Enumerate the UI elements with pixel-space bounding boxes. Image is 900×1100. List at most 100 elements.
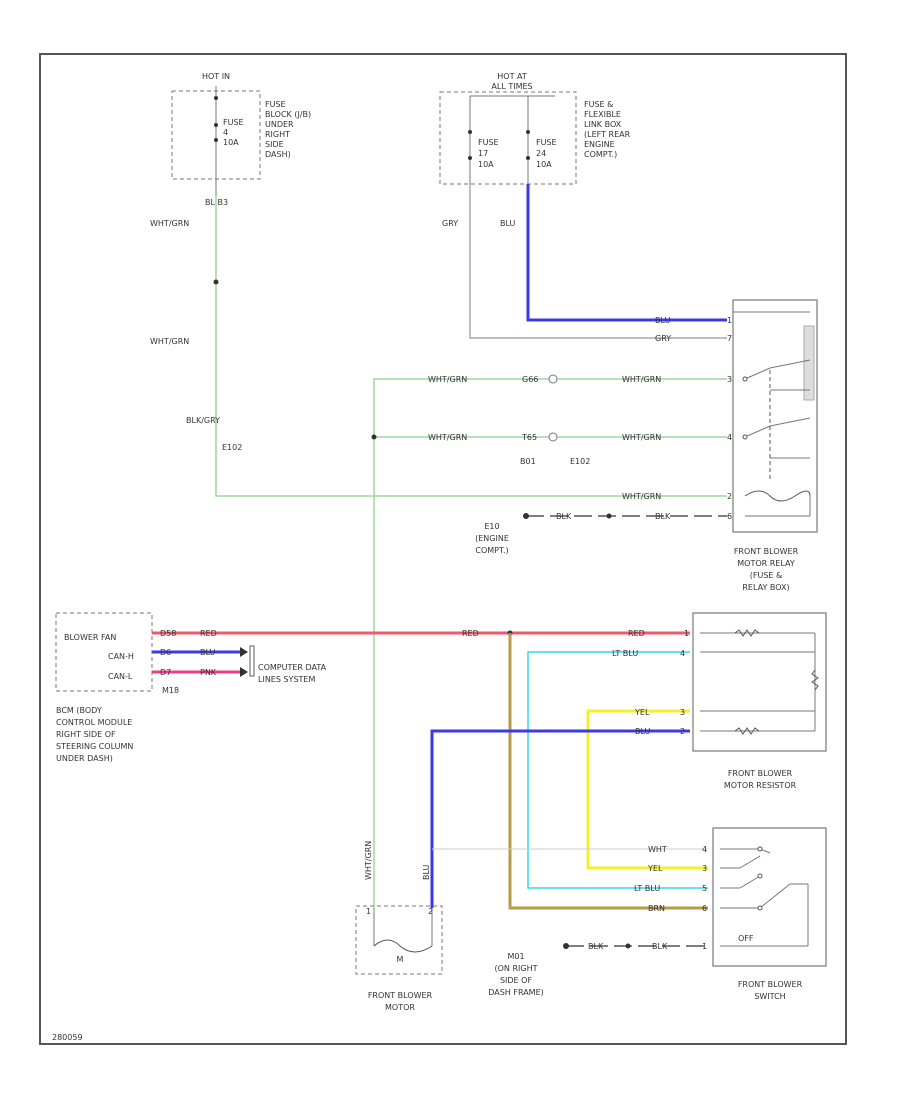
relay-label-3: (FUSE & (750, 571, 783, 580)
wire-label-red-mid: RED (462, 629, 479, 638)
switch-pin-5: 5 (702, 884, 707, 893)
front-blower-motor: 1 2 M FRONT BLOWER MOTOR (355, 905, 443, 1012)
resistor-pin-3: 3 (680, 708, 685, 717)
diagram-footer-code: 280059 (52, 1033, 83, 1042)
wire-blu-resistor-to-motor (430, 729, 690, 908)
relay-label-1: FRONT BLOWER (734, 547, 799, 556)
diagram-frame (39, 53, 847, 1045)
fuse-block-desc-3: UNDER (265, 120, 294, 129)
switch-pin-3: 3 (702, 864, 707, 873)
connector-e102-right: E102 (570, 457, 590, 466)
fuse-4-num: 4 (223, 128, 228, 137)
bcm-connector-m18: M18 (162, 686, 179, 695)
bcm-pin-d58: D58 (160, 629, 176, 638)
resistor-label-1: FRONT BLOWER (728, 769, 793, 778)
fuse-17-rating: 10A (478, 160, 494, 169)
wire-label-red-resistor: RED (628, 629, 645, 638)
bcm-row-blower-fan: BLOWER FAN (64, 633, 116, 642)
wire-gry-fuse-to-relay (469, 184, 727, 339)
resistor-label-2: MOTOR RESISTOR (724, 781, 797, 790)
ground-e10-label-1: E10 (484, 522, 499, 531)
wire-label-blk-relay-ground-2: BLK (655, 512, 671, 521)
front-blower-switch: OFF 4 3 5 6 1 FRONT BLOWER SWITCH (702, 827, 827, 1001)
wire-label-yel-switch: YEL (647, 864, 663, 873)
bcm-label-5: UNDER DASH) (56, 754, 113, 763)
wire-label-wht-grn-7: WHT/GRN (622, 492, 661, 501)
fuse-block-desc-5: SIDE (265, 140, 284, 149)
switch-pin-6: 6 (702, 904, 707, 913)
wire-label-blu-relay: BLU (655, 316, 671, 325)
wire-lt-blu-resistor-to-switch (527, 651, 708, 889)
resistor-pin-4: 4 (680, 649, 685, 658)
ground-e10-label-2: (ENGINE (475, 534, 509, 543)
fuse-24-label: FUSE (536, 138, 557, 147)
fuse-24-rating: 10A (536, 160, 552, 169)
wire-label-wht-grn-6: WHT/GRN (622, 433, 661, 442)
bcm-label-2: CONTROL MODULE (56, 718, 132, 727)
computer-data-label-1: COMPUTER DATA (258, 663, 327, 672)
resistor-pin-1: 1 (684, 629, 689, 638)
bcm-label-4: STEERING COLUMN (56, 742, 133, 751)
wire-label-blu-resistor: BLU (635, 727, 651, 736)
relay-pin-2: 2 (727, 492, 732, 501)
wire-yel-resistor-to-switch (586, 709, 708, 870)
fuse-block-desc-2: BLOCK (J/B) (265, 110, 311, 119)
switch-pin-1: 1 (702, 942, 707, 951)
switch-label-1: FRONT BLOWER (738, 980, 803, 989)
wire-label-t65: T65 (521, 433, 537, 442)
wire-label-wht-grn-2: WHT/GRN (150, 337, 189, 346)
ground-e10-label-3: COMPT.) (475, 546, 508, 555)
bcm-label-3: RIGHT SIDE OF (56, 730, 116, 739)
fuse-4-rating: 10A (223, 138, 239, 147)
fuse-box-desc-1: FUSE & (584, 100, 613, 109)
fuse-block-desc-1: FUSE (265, 100, 286, 109)
wire-label-red-bcm: RED (200, 629, 217, 638)
bcm-label-1: BCM (BODY (56, 706, 102, 715)
resistor-pin-2: 2 (680, 727, 685, 736)
switch-off-label: OFF (738, 934, 754, 943)
relay-label-2: MOTOR RELAY (737, 559, 795, 568)
wire-label-wht-grn-4: WHT/GRN (622, 375, 661, 384)
wire-label-brn-switch: BRN (648, 904, 665, 913)
connector-b01: B01 (520, 457, 536, 466)
hot-at-label-2: ALL TIMES (491, 82, 532, 91)
wire-label-gry-top: GRY (442, 219, 458, 228)
ground-m01-label-1: M01 (507, 952, 524, 961)
switch-label-2: SWITCH (754, 992, 785, 1001)
connector-e102-left: E102 (222, 443, 242, 452)
wire-label-wht-grn-1: WHT/GRN (150, 219, 189, 228)
relay-pin-3: 3 (727, 375, 732, 384)
fuse-box-right: HOT AT ALL TIMES FUSE 17 10A FUSE 24 10A… (439, 72, 631, 338)
ground-m01-label-3: SIDE OF (500, 976, 532, 985)
motor-label-1: FRONT BLOWER (368, 991, 433, 1000)
wire-label-wht-grn-3: WHT/GRN (428, 375, 467, 384)
fuse-box-desc-2: FLEXIBLE (584, 110, 621, 119)
fuse-17-label: FUSE (478, 138, 499, 147)
ground-m01-label-2: (ON RIGHT (495, 964, 538, 973)
bcm-pin-d6: D6 (160, 648, 171, 657)
fuse-box-right-box (439, 91, 577, 185)
wire-wht-grn-fuse-to-relay-coil (215, 196, 727, 497)
fuse-24-num: 24 (536, 149, 546, 158)
bcm-row-can-h: CAN-H (108, 652, 134, 661)
wire-label-lt-blu-switch: LT BLU (634, 884, 660, 893)
computer-data-lines: COMPUTER DATA LINES SYSTEM (249, 645, 327, 684)
relay-label-4: RELAY BOX) (742, 583, 789, 592)
wire-blu-fuse-to-relay (526, 184, 727, 322)
wire-brn-splice-to-switch (508, 633, 708, 910)
wire-label-blu-bcm: BLU (200, 648, 216, 657)
bcm-pin-d7: D7 (160, 668, 171, 677)
wire-label-wht-grn-motor: WHT/GRN (364, 841, 373, 880)
wire-label-yel-resistor: YEL (634, 708, 650, 717)
motor-mark: M (397, 955, 404, 964)
fuse-17-num: 17 (478, 149, 488, 158)
ground-m01-label-4: DASH FRAME) (488, 988, 544, 997)
bcm-connector: BLOWER FAN CAN-H CAN-L M18 BCM (BODY CON… (55, 612, 179, 763)
motor-pin-1: 1 (366, 907, 371, 916)
motor-pin-2: 2 (428, 907, 433, 916)
switch-pin-4: 4 (702, 845, 707, 854)
wire-label-pnk-bcm: PNK (200, 668, 217, 677)
wire-label-blu-motor: BLU (422, 864, 431, 880)
wire-label-blk-switch-1: BLK (588, 942, 604, 951)
